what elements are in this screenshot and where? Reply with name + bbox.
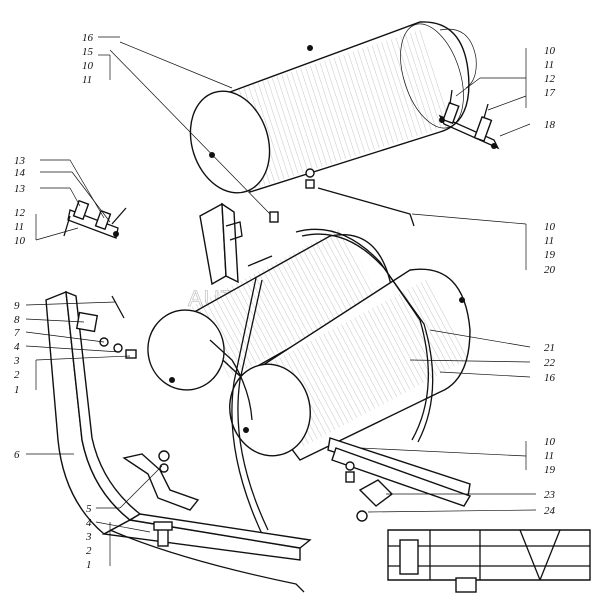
callout-13-b: 13 xyxy=(14,183,26,195)
callout-12-left: 12 xyxy=(14,207,26,219)
callout-19-right-low: 19 xyxy=(544,464,556,476)
callout-3-mid: 3 xyxy=(13,355,20,367)
leader-lines xyxy=(25,36,537,566)
callout-9: 9 xyxy=(14,300,20,312)
callout-21: 21 xyxy=(544,342,555,354)
callout-2-low: 2 xyxy=(86,545,92,557)
callout-8: 8 xyxy=(14,314,20,326)
callout-20: 20 xyxy=(544,264,556,276)
lower-air-tank-front xyxy=(229,268,471,461)
callout-16-right: 16 xyxy=(544,372,556,384)
callout-23: 23 xyxy=(544,489,556,501)
lower-air-tank-rear xyxy=(147,227,393,391)
callout-18: 18 xyxy=(544,119,556,131)
callout-3-low: 3 xyxy=(85,531,92,543)
fittings-center xyxy=(247,168,415,267)
callout-1-low: 1 xyxy=(86,559,92,571)
upper-bracket xyxy=(199,202,243,286)
callout-4-low: 4 xyxy=(86,517,92,529)
callout-24: 24 xyxy=(544,505,556,517)
callout-4-mid: 4 xyxy=(14,341,20,353)
drain-valve-right xyxy=(438,89,500,150)
callout-13-a: 13 xyxy=(14,155,26,167)
callout-11-top-right: 11 xyxy=(544,59,554,71)
callout-11-right-mid: 11 xyxy=(544,235,554,247)
callout-17: 17 xyxy=(544,87,556,99)
callout-10-right-low: 10 xyxy=(544,436,556,448)
callout-15: 15 xyxy=(82,46,94,58)
callout-10-top-left: 10 xyxy=(82,60,94,72)
drain-valve-left xyxy=(63,199,127,239)
lower-right-bracket xyxy=(327,437,472,522)
callout-11-left: 11 xyxy=(14,221,24,233)
tank-straps xyxy=(209,228,434,535)
callout-14: 14 xyxy=(14,167,26,179)
callout-12-top-right: 12 xyxy=(544,73,556,85)
callout-10-top-right: 10 xyxy=(544,45,556,57)
callout-7: 7 xyxy=(14,327,20,339)
callout-5: 5 xyxy=(86,503,92,515)
callout-19-right-mid: 19 xyxy=(544,249,556,261)
callout-6: 6 xyxy=(14,449,20,461)
support-bracket xyxy=(45,290,312,593)
callout-11-right-low: 11 xyxy=(544,450,554,462)
callout-16-top: 16 xyxy=(82,32,94,44)
callout-10-right-mid: 10 xyxy=(544,221,556,233)
callout-22: 22 xyxy=(544,357,556,369)
callout-1-mid: 1 xyxy=(14,384,20,396)
inset-frame-view xyxy=(387,529,591,593)
callout-10-left: 10 xyxy=(14,235,26,247)
callout-11-top-left: 11 xyxy=(82,74,92,86)
callout-labels: 16 15 10 11 10 11 12 17 18 13 14 13 12 1… xyxy=(13,32,556,571)
callout-2-mid: 2 xyxy=(14,369,20,381)
top-air-tank xyxy=(189,21,477,194)
